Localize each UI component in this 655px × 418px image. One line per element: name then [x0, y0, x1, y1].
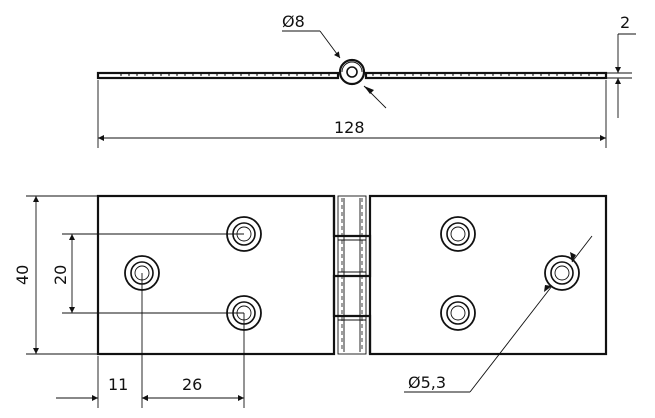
front-view: 40 20 11 26 Ø5,3 — [13, 194, 608, 408]
hole-right-bottom — [440, 295, 476, 331]
width-label: 40 — [13, 265, 32, 285]
knuckle-outer — [338, 58, 366, 86]
edge-to-hole-label: 11 — [108, 375, 128, 394]
hole-spacing-horizontal-label: 26 — [182, 375, 202, 394]
side-view: Ø8 2 128 — [96, 12, 636, 148]
hole-diameter-label: Ø5,3 — [408, 373, 446, 392]
hole-right-middle — [544, 255, 580, 291]
hole-spacing-vertical-label: 20 — [51, 265, 70, 285]
knuckle-pin — [332, 195, 372, 355]
pin-circle — [346, 66, 358, 78]
total-length-label: 128 — [334, 118, 365, 137]
plate-strip-right — [364, 71, 608, 80]
hole-right-top — [440, 216, 476, 252]
pin-diameter-label: Ø8 — [282, 12, 305, 31]
thickness-label: 2 — [620, 13, 630, 32]
plate-strip-left — [96, 71, 340, 80]
